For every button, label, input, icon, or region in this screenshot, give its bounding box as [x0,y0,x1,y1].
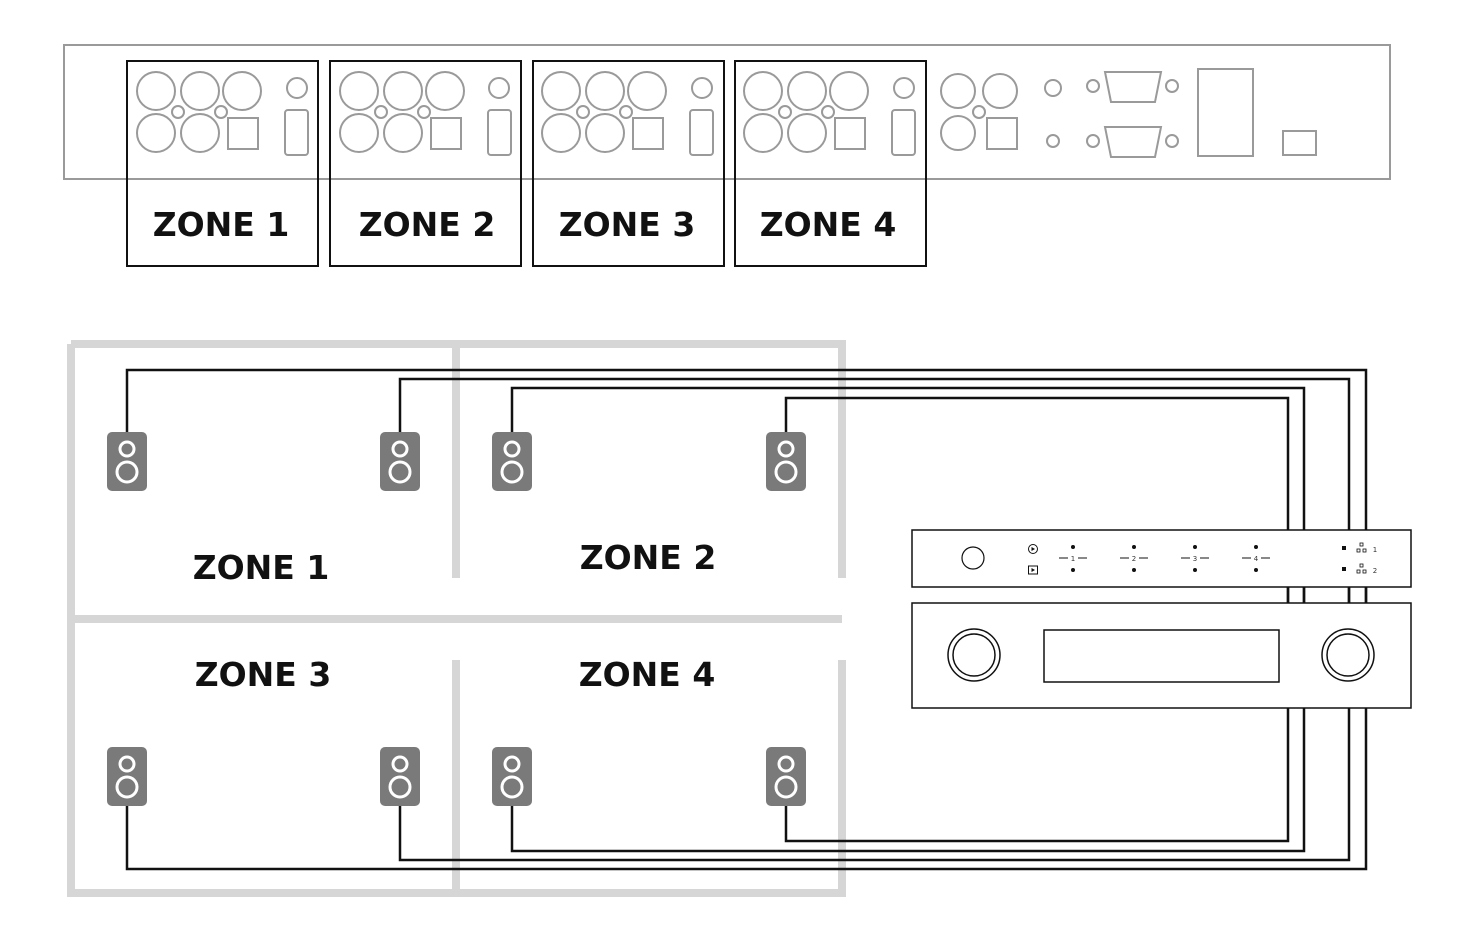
network-icon [1356,563,1367,574]
room-zone-label-4: ZONE 4 [579,655,716,694]
rear-zone-4-box [734,60,927,267]
rear-zone-label-2: ZONE 2 [359,205,496,244]
rear-panel-chassis [63,44,1391,180]
rear-panel [63,44,1391,180]
av-receiver-front [911,602,1412,709]
zone-indicator-3: 3 [1181,545,1209,572]
room-zone-labels: ZONE 1 ZONE 2 ZONE 3 ZONE 4 [193,538,717,694]
power-inlet [1197,68,1254,157]
rear-zone-label-3: ZONE 3 [559,205,696,244]
svg-text:3: 3 [1193,555,1197,563]
rear-zone-boxes [126,60,927,267]
rear-zone-label-4: ZONE 4 [760,205,897,244]
multizone-amplifier-front: 1 2 3 4 1 [911,529,1412,588]
serial-port-bottom [1086,126,1179,158]
zone-indicator-4: 4 [1242,545,1270,572]
svg-text:1: 1 [1071,555,1075,563]
volume-knob-right [1321,628,1375,682]
rear-zone-3-box [532,60,725,267]
rear-zone-2-box [329,60,522,267]
svg-text:2: 2 [1132,555,1136,563]
aux-connectors [940,73,1062,151]
speaker-icon [492,747,532,806]
zone-1-connectors [136,71,309,156]
zone-4-connectors [743,71,916,156]
input-icon [1028,565,1038,575]
speaker-icon [107,432,147,491]
room-zone-label-3: ZONE 3 [195,655,332,694]
zone-indicator-2: 2 [1120,545,1148,572]
svg-text:4: 4 [1254,555,1259,563]
usb-port [1282,130,1317,156]
network-indicator-1: 1 [1342,542,1377,554]
volume-knob-left [947,628,1001,682]
room-zone-label-1: ZONE 1 [193,548,330,587]
network-icon [1356,542,1367,553]
zone-3-connectors [541,71,714,156]
room-zone-label-2: ZONE 2 [580,538,717,577]
serial-port-top [1086,71,1179,103]
speakers [107,432,806,806]
network-indicator-2: 2 [1342,563,1377,575]
speaker-icon [766,432,806,491]
speaker-icon [766,747,806,806]
play-icon [1028,544,1038,554]
speaker-icon [380,747,420,806]
speaker-icon [380,432,420,491]
speaker-icon [107,747,147,806]
rear-zone-labels: ZONE 1 ZONE 2 ZONE 3 ZONE 4 [153,205,897,244]
room-walls [67,340,846,897]
rear-zone-label-1: ZONE 1 [153,205,290,244]
zone-2-connectors [339,71,512,156]
wire-passthrough [1286,587,1368,603]
power-button [961,546,985,570]
svg-text:2: 2 [1373,567,1377,575]
speaker-icon [492,432,532,491]
rear-zone-1-box [126,60,319,267]
zone-indicator-1: 1 [1059,545,1087,572]
display-screen [1043,629,1280,683]
svg-text:1: 1 [1373,546,1377,554]
